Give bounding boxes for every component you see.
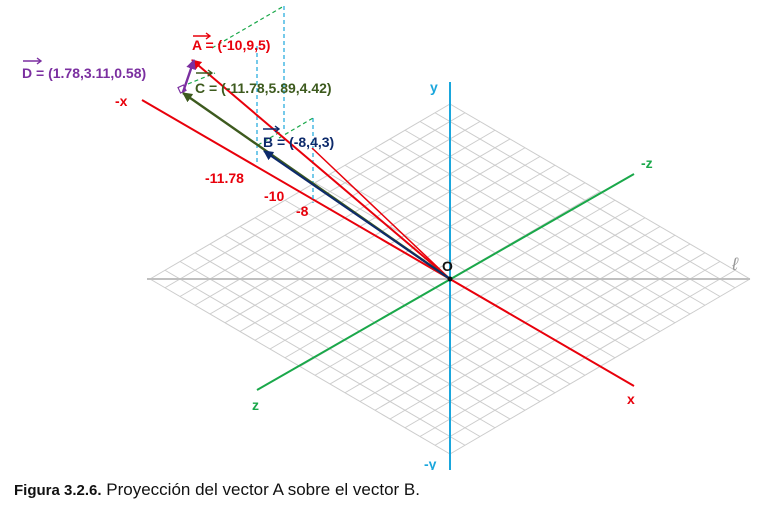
caption-label: Figura 3.2.6. [14, 482, 102, 499]
vector-projection-figure: O -x x y -y -z z ℓ -11.78 -10 -8 A = (-1… [22, 5, 751, 470]
line-l-label: ℓ [731, 254, 739, 274]
tick-a-x: -10 [264, 188, 284, 204]
z-pos-label: z [252, 397, 259, 413]
tick-c-x: -11.78 [205, 170, 244, 186]
vector-x-helper [311, 147, 451, 280]
label-a-text: A = (-10,9,5) [192, 37, 270, 53]
tick-b-x: -8 [296, 203, 309, 219]
z-neg-label: -z [641, 155, 653, 171]
x-axis [141, 99, 635, 387]
label-b: B = (-8,4,3) [263, 125, 334, 150]
label-b-text: B = (-8,4,3) [263, 134, 334, 150]
guide-c-b [257, 131, 281, 146]
y-pos-label: y [430, 79, 438, 95]
figure-caption: Figura 3.2.6. Proyección del vector A so… [14, 480, 420, 500]
vector-b [263, 150, 451, 280]
label-c: C = (-11.78,5.89,4.42) [195, 69, 332, 96]
label-a: A = (-10,9,5) [192, 32, 270, 53]
x-pos-label: x [627, 391, 635, 407]
z-axis [256, 173, 635, 391]
y-neg-label: -y [424, 456, 437, 470]
label-c-text: C = (-11.78,5.89,4.42) [195, 80, 332, 96]
x-neg-label: -x [115, 93, 128, 109]
label-d: D = (1.78,3.11,0.58) [22, 57, 146, 81]
label-d-text: D = (1.78,3.11,0.58) [22, 65, 146, 81]
origin-label: O [442, 258, 453, 274]
caption-text: Proyección del vector A sobre el vector … [101, 480, 420, 499]
vector-a [191, 59, 451, 280]
origin-dot [447, 276, 453, 282]
right-angle-marker [177, 84, 187, 94]
